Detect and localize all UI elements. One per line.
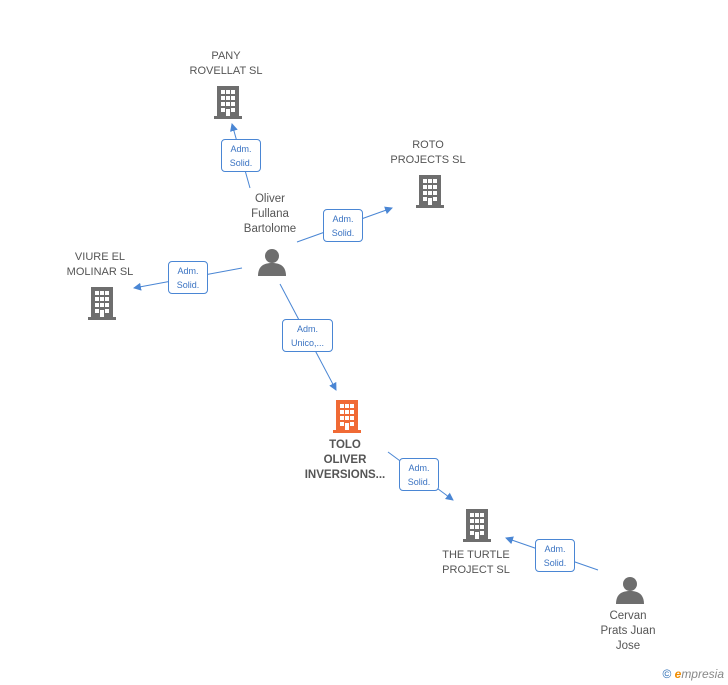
node-label-tolo-oliver-inversions[interactable]: TOLO OLIVER INVERSIONS... xyxy=(304,439,386,481)
node-label-the-turtle-project[interactable]: THE TURTLE PROJECT SL xyxy=(442,549,510,576)
empresia-logo-text: mpresia xyxy=(681,667,724,681)
node-label-pany-rovellat[interactable]: PANY ROVELLAT SL xyxy=(189,50,263,77)
person-icon[interactable] xyxy=(258,249,286,276)
node-label-viure-el-molinar[interactable]: VIURE EL MOLINAR SL xyxy=(66,251,134,278)
empresia-logo-e: e xyxy=(674,667,682,681)
node-label-cervan-prats-juan-jose[interactable]: Cervan Prats Juan Jose xyxy=(600,610,656,652)
building-icon[interactable] xyxy=(214,86,242,119)
person-icon[interactable] xyxy=(616,577,644,604)
empresia-copyright: © empresia xyxy=(662,667,724,681)
building-icon[interactable] xyxy=(463,509,491,542)
node-label-oliver-fullana-bartolome[interactable]: Oliver Fullana Bartolome xyxy=(243,193,297,235)
edge-badge-oliver-roto[interactable]: Adm.Solid. xyxy=(323,209,363,242)
edge-badge-oliver-viure[interactable]: Adm.Solid. xyxy=(168,261,208,294)
edge-badge-oliver-pany[interactable]: Adm.Solid. xyxy=(221,139,261,172)
edge-badge-tolo-turtle[interactable]: Adm.Solid. xyxy=(399,458,439,491)
building-icon[interactable] xyxy=(88,287,116,320)
edge-badge-oliver-tolo[interactable]: Adm.Unico,... xyxy=(282,319,333,352)
building-icon[interactable] xyxy=(333,400,361,433)
node-label-roto-projects[interactable]: ROTO PROJECTS SL xyxy=(390,139,466,166)
building-icon[interactable] xyxy=(416,175,444,208)
copyright-icon: © xyxy=(662,667,672,681)
edge-badge-cervan-turtle[interactable]: Adm.Solid. xyxy=(535,539,575,572)
